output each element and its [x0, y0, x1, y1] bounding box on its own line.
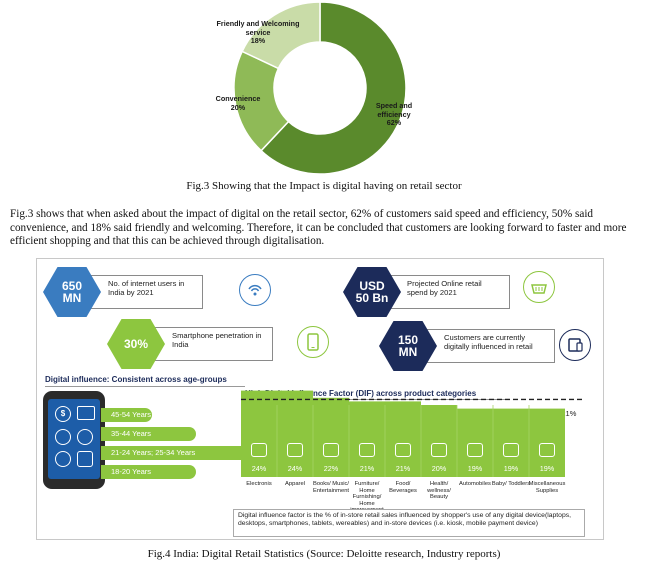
watch-icon	[77, 429, 93, 445]
age-bar-0: 45-54 Years	[101, 408, 152, 422]
basket-icon	[523, 271, 555, 303]
dif-bar-4	[385, 401, 421, 477]
dif-bar-8	[529, 408, 565, 477]
fig4-caption: Fig.4 India: Digital Retail Statistics (…	[147, 548, 501, 560]
dif-category-5: Health/ wellness/ Beauty	[427, 481, 451, 500]
box-icon	[539, 443, 555, 457]
fig3-caption: Fig.3 Showing that the Impact is digital…	[186, 180, 462, 192]
book-icon	[323, 443, 339, 457]
age-section-title: Digital influence: Consistent across age…	[45, 375, 227, 384]
dif-pct-3: 21%	[359, 464, 375, 473]
dif-pct-1: 24%	[287, 464, 303, 473]
mic-icon	[55, 429, 71, 445]
dif-bar-2	[313, 397, 349, 477]
stat-hex-smartphone: 30%	[107, 319, 165, 369]
footnote-text: Digital influence factor is the % of in-…	[238, 512, 572, 527]
dif-bar-chart	[241, 390, 585, 477]
phone-illustration: $	[43, 391, 105, 489]
stat-hex-internet-users: 650 MN	[43, 267, 101, 317]
car-icon	[467, 443, 483, 457]
infographic: No. of internet users in India by 2021 6…	[36, 258, 604, 540]
dif-category-6: Automobiles	[459, 481, 491, 487]
body-paragraph: Fig.3 shows that when asked about the im…	[10, 208, 627, 247]
donut-label-friendly: Friendly and Welcoming service 18%	[216, 19, 300, 45]
age-bar-2: 21-24 Years; 25-34 Years	[101, 446, 249, 460]
dif-bar-5	[421, 405, 457, 477]
dif-pct-5: 20%	[431, 464, 447, 473]
dif-bar-3	[349, 401, 385, 477]
dif-section-title: High Digital Influence Factor (DIF) acro…	[245, 389, 477, 398]
baby-icon	[503, 443, 519, 457]
stat-box-internet-users: No. of internet users in India by 2021	[83, 275, 203, 309]
dif-bar-6	[457, 408, 493, 477]
dif-category-4: Food/ Beverages	[389, 481, 417, 494]
monitor-icon	[359, 443, 375, 457]
dif-pct-2: 22%	[323, 464, 339, 473]
dif-bar-7	[493, 408, 529, 477]
donut-label-convenience: Convenience 20%	[215, 94, 261, 112]
dif-pct-0: 24%	[251, 464, 267, 473]
donut-slice-0	[260, 1, 407, 175]
food-icon	[395, 443, 411, 457]
devices-icon	[559, 329, 591, 361]
donut-chart	[233, 1, 407, 175]
stat-box-smartphone: Smartphone penetration in India	[145, 327, 273, 361]
wifi-icon	[239, 274, 271, 306]
dif-pct-8: 19%	[539, 464, 555, 473]
dif-category-8: Miscellaneous Supplies	[528, 481, 566, 494]
health-icon	[431, 443, 447, 457]
dollar-icon: $	[55, 406, 71, 422]
dif-pct-6: 19%	[467, 464, 483, 473]
dif-bar-1	[277, 390, 313, 477]
shirt-icon	[287, 443, 303, 457]
stat-box-customers: Customers are currently digitally influe…	[419, 329, 555, 363]
donut-slice-2	[241, 1, 321, 70]
smartphone-icon	[297, 326, 329, 358]
footnote-box: Digital influence factor is the % of in-…	[233, 509, 585, 537]
dif-category-1: Apparel	[285, 481, 305, 487]
stat-box-online-retail: Projected Online retail spend by 2021	[382, 275, 510, 309]
wifi-small-icon	[55, 451, 71, 467]
age-bar-3: 18-20 Years	[101, 465, 196, 479]
dif-pct-7: 19%	[503, 464, 519, 473]
dif-category-2: Books/ Music/ Entertainment	[312, 481, 350, 494]
tv-small-icon	[77, 406, 95, 420]
donut-label-speed: Speed and efficiency 62%	[375, 101, 413, 127]
screen-small-icon	[77, 451, 93, 467]
age-bar-1: 35-44 Years	[101, 427, 196, 441]
dif-category-0: Electronis	[246, 481, 272, 487]
dif-bar-0	[241, 390, 277, 477]
age-title-underline	[45, 386, 245, 387]
dif-title-underline	[241, 399, 509, 400]
dif-category-7: Baby/ Toddlers	[491, 481, 531, 487]
dif-pct-4: 21%	[395, 464, 411, 473]
tv-icon	[251, 443, 267, 457]
